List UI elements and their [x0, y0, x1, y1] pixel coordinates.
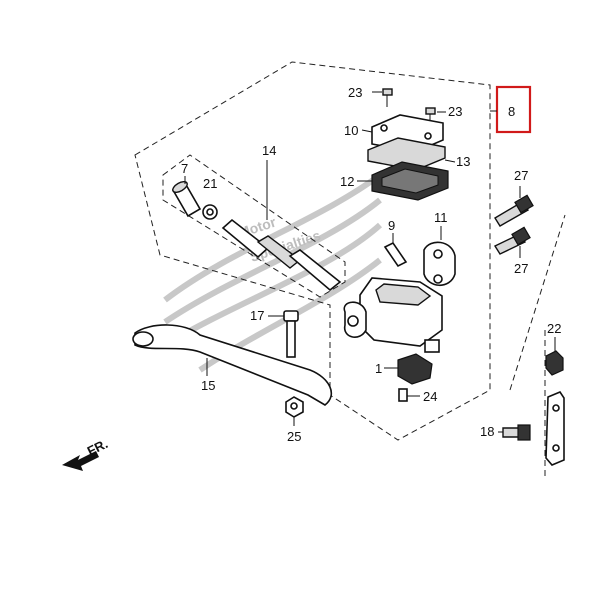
circlip: [202, 204, 218, 220]
callout-11: 11: [434, 210, 448, 225]
master-cylinder-body: [343, 277, 443, 353]
pivot-nut: [285, 396, 304, 426]
piston-group-outline: [162, 154, 346, 298]
piston-boot: [171, 176, 202, 218]
piston-assembly: [221, 160, 342, 292]
callout-17: 17: [250, 308, 264, 323]
callout-25: 25: [287, 429, 301, 444]
callout-9: 9: [388, 218, 395, 233]
assembly-outline: [134, 61, 491, 441]
bracket-right: [545, 391, 565, 466]
callout-10: 10: [344, 123, 358, 138]
callout-14: 14: [262, 143, 276, 158]
bolt-27-upper: [494, 186, 534, 227]
pivot-bolt-small: [383, 233, 408, 268]
switch-screw: [398, 388, 420, 402]
callout-12: 12: [340, 174, 354, 189]
callout-8: 8: [508, 104, 515, 119]
bolt-18: [498, 424, 531, 441]
callout-27-top: 27: [514, 168, 528, 183]
callout-15: 15: [201, 378, 215, 393]
callout-27-bottom: 27: [514, 261, 528, 276]
bolt-27-lower: [493, 226, 531, 258]
callout-1: 1: [375, 361, 382, 376]
highlight-box: [495, 85, 532, 134]
diaphragm-plate: [367, 137, 456, 171]
callout-21: 21: [203, 176, 217, 191]
screw-23-left: [372, 88, 393, 107]
callout-7: 7: [181, 161, 188, 176]
brake-lever: [132, 324, 333, 406]
holder: [423, 226, 456, 287]
callout-23-top: 23: [348, 85, 362, 100]
callout-24: 24: [423, 389, 437, 404]
diaphragm: [357, 161, 449, 201]
nut-22: [545, 337, 564, 376]
callout-18: 18: [480, 424, 494, 439]
front-direction-arrow: FR.: [62, 436, 110, 471]
pivot-bolt: [268, 310, 299, 358]
callout-13: 13: [456, 154, 470, 169]
side-outline: [509, 214, 566, 480]
callout-23-right: 23: [448, 104, 462, 119]
brake-switch: [384, 353, 433, 385]
callout-22: 22: [547, 321, 561, 336]
